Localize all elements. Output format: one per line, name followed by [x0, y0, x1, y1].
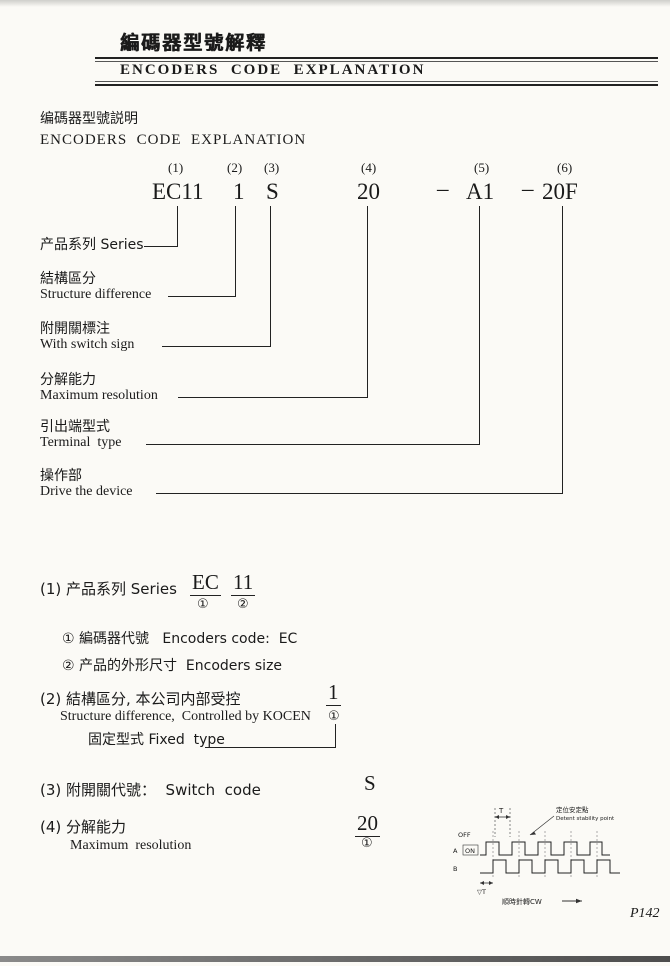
off-label: OFF: [458, 831, 471, 839]
code-position-2: (2): [227, 160, 243, 175]
connector-line-6: [156, 206, 563, 494]
waveform-channel-a: [480, 841, 610, 856]
section2-title-en: Structure difference, Controlled by KOCE…: [60, 709, 311, 724]
code-segment-resolution: 20: [357, 179, 380, 204]
section1-mark-2: ②: [237, 597, 249, 612]
connector-line-2: [168, 206, 236, 297]
label-terminal-zh: 引出端型式: [40, 419, 110, 435]
code-position-4: (4): [361, 160, 377, 175]
section1-title: (1) 产品系列 Series: [40, 580, 177, 598]
page-title: 編碼器型號解釋: [120, 32, 268, 54]
banner-rule-top-2: [95, 61, 658, 62]
scan-artifact-bottom: [0, 956, 670, 962]
connector-line-3: [162, 206, 271, 347]
label-drive-zh: 操作部: [40, 468, 82, 484]
connector-line-1: [144, 206, 178, 247]
connector-line-4: [178, 206, 368, 398]
code-dash-1: –: [437, 176, 449, 201]
code-segment-structure: 1: [233, 179, 245, 204]
waveform-channel-b: [480, 859, 620, 874]
page-number: P142: [630, 906, 660, 921]
detent-label-zh: 定位安定點: [556, 805, 589, 814]
section4-mark: ①: [361, 836, 373, 851]
section2-title-zh: (2) 結構區分, 本公司内部受控: [40, 690, 241, 708]
banner-rule-bottom-1: [95, 81, 658, 82]
section1-item-1: ① 編碼器代號 Encoders code: EC: [62, 631, 298, 647]
section2-item: 固定型式 Fixed type: [88, 732, 225, 748]
banner-rule-bottom-2: [95, 84, 658, 86]
code-position-1: (1): [168, 160, 184, 175]
channel-a-label: A: [453, 847, 458, 855]
code-segment-switch: S: [266, 179, 279, 204]
label-resolution-en: Maximum resolution: [40, 388, 158, 403]
section1-code-ec: EC: [190, 570, 221, 596]
label-switch-en: With switch sign: [40, 337, 135, 352]
code-segment-drive: 20F: [542, 179, 578, 204]
connector-line-5: [146, 206, 480, 445]
code-position-6: (6): [557, 160, 573, 175]
label-resolution-zh: 分解能力: [40, 372, 96, 388]
t-arrow-right: [506, 815, 510, 819]
on-label: ON: [465, 847, 475, 855]
scan-artifact-top: [0, 0, 670, 7]
intro-zh: 编碼器型號説明: [40, 111, 138, 127]
cw-label: 順時針轉CW: [502, 897, 542, 906]
t-label: T: [498, 807, 504, 815]
cw-arrow: [576, 898, 582, 904]
code-segment-terminal: A1: [466, 179, 495, 204]
label-terminal-en: Terminal type: [40, 435, 122, 450]
label-series: 产品系列 Series: [40, 237, 144, 253]
section1-mark-1: ①: [197, 597, 209, 612]
detent-arrow: [530, 831, 536, 835]
detent-label-en: Detent stability point: [556, 816, 615, 822]
section4-value: 20: [355, 811, 380, 837]
channel-b-label: B: [453, 865, 457, 873]
section4-title-en: Maximum resolution: [70, 838, 192, 853]
dt-arrow-left: [480, 881, 484, 885]
label-switch-zh: 附開關標注: [40, 321, 110, 337]
section1-item-2: ② 产品的外形尺寸 Encoders size: [62, 658, 283, 674]
label-drive-en: Drive the device: [40, 484, 133, 499]
section3-value: S: [364, 771, 376, 795]
section1-code-11: 11: [231, 570, 256, 596]
banner-rule-top-1: [95, 57, 658, 59]
dt-arrow-right: [489, 881, 493, 885]
code-dash-2: –: [522, 176, 534, 201]
dt-label: ▽T: [477, 888, 486, 896]
waveform-diagram: T 定位安定點 Detent stability point OFF A ON …: [453, 805, 620, 906]
section2-mark: ①: [328, 709, 340, 724]
section2-connector-line: [205, 724, 336, 748]
banner-title: ENCODERS CODE EXPLANATION: [120, 62, 426, 78]
code-position-5: (5): [474, 160, 490, 175]
intro-en: ENCODERS CODE EXPLANATION: [40, 132, 307, 148]
code-segment-series: EC11: [152, 179, 204, 204]
section2-value: 1: [326, 680, 341, 706]
label-structure-en: Structure difference: [40, 287, 152, 302]
label-structure-zh: 結構區分: [40, 271, 96, 287]
code-position-3: (3): [264, 160, 280, 175]
t-arrow-left: [495, 815, 499, 819]
section3-title: (3) 附開關代號： Switch code: [40, 781, 261, 799]
section4-title-zh: (4) 分解能力: [40, 818, 127, 836]
